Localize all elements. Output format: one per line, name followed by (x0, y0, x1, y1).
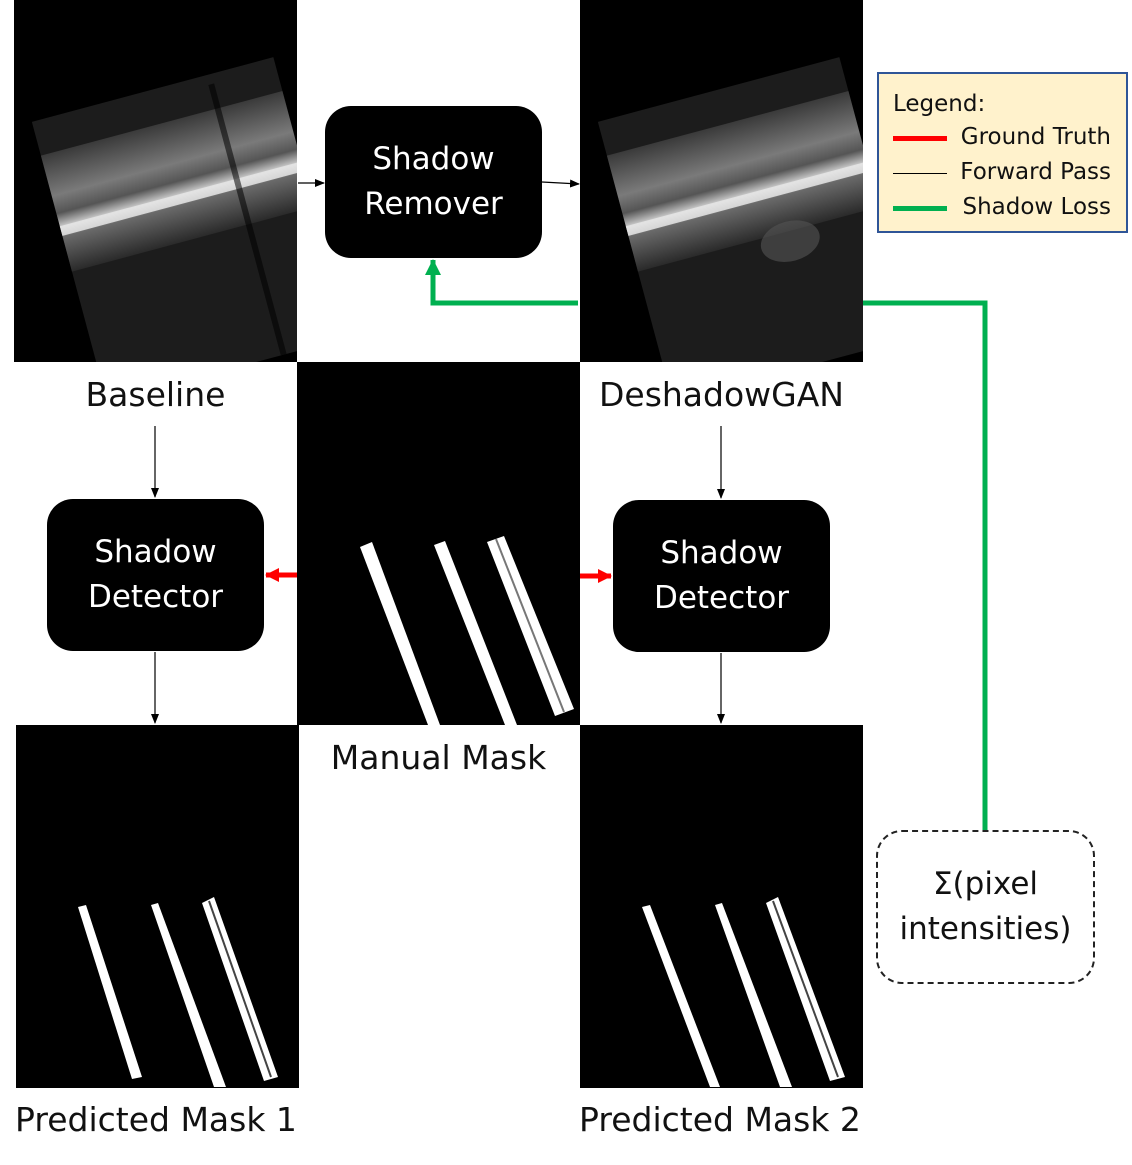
legend: Legend: Ground Truth Forward Pass Shadow… (877, 72, 1128, 233)
shadow-detector-left-box: Shadow Detector (47, 499, 264, 651)
shadow-remover-box: Shadow Remover (325, 106, 542, 258)
shadow-loss-arrow-to-remover (425, 259, 578, 306)
shadow-loss-line-to-sum (863, 300, 988, 830)
predicted-mask-2-image (580, 725, 863, 1088)
predicted-mask-2-caption: Predicted Mask 2 (579, 1100, 861, 1139)
legend-item-forward-pass: Forward Pass (893, 159, 1123, 189)
arrow-remover-to-deshadowgan (541, 179, 580, 188)
shadow-remover-line1: Shadow (372, 141, 495, 177)
deshadowgan-caption: DeshadowGAN (598, 375, 844, 414)
manual-mask-caption: Manual Mask (330, 738, 547, 777)
shadow-remover-line2: Remover (364, 186, 503, 222)
legend-title: Legend: (893, 91, 986, 117)
shadow-detector-left-line2: Detector (87, 579, 224, 615)
green-line-swatch (893, 206, 947, 211)
legend-label-forward-pass: Forward Pass (960, 159, 1111, 185)
shadow-detector-right-line2: Detector (653, 580, 790, 616)
shadow-detector-right-line1: Shadow (660, 535, 783, 571)
red-line-swatch (893, 136, 947, 141)
legend-item-ground-truth: Ground Truth (893, 124, 1123, 154)
predicted-mask-1-caption: Predicted Mask 1 (15, 1100, 297, 1139)
legend-label-shadow-loss: Shadow Loss (962, 194, 1111, 220)
shadow-detector-left-line1: Shadow (94, 534, 217, 570)
legend-item-shadow-loss: Shadow Loss (893, 194, 1123, 224)
shadow-detector-right-box: Shadow Detector (613, 500, 830, 652)
pixel-intensity-sum-box: Σ(pixel intensities) (876, 830, 1095, 984)
black-line-swatch (893, 173, 947, 174)
sum-line2: intensities) (899, 911, 1072, 947)
deshadowgan-oct-image (580, 0, 863, 362)
baseline-oct-image (14, 0, 297, 362)
baseline-caption: Baseline (85, 375, 226, 414)
predicted-mask-1-image (16, 725, 299, 1088)
sum-line1: Σ(pixel (932, 866, 1039, 902)
legend-label-ground-truth: Ground Truth (960, 124, 1111, 150)
manual-mask-image (297, 362, 580, 725)
